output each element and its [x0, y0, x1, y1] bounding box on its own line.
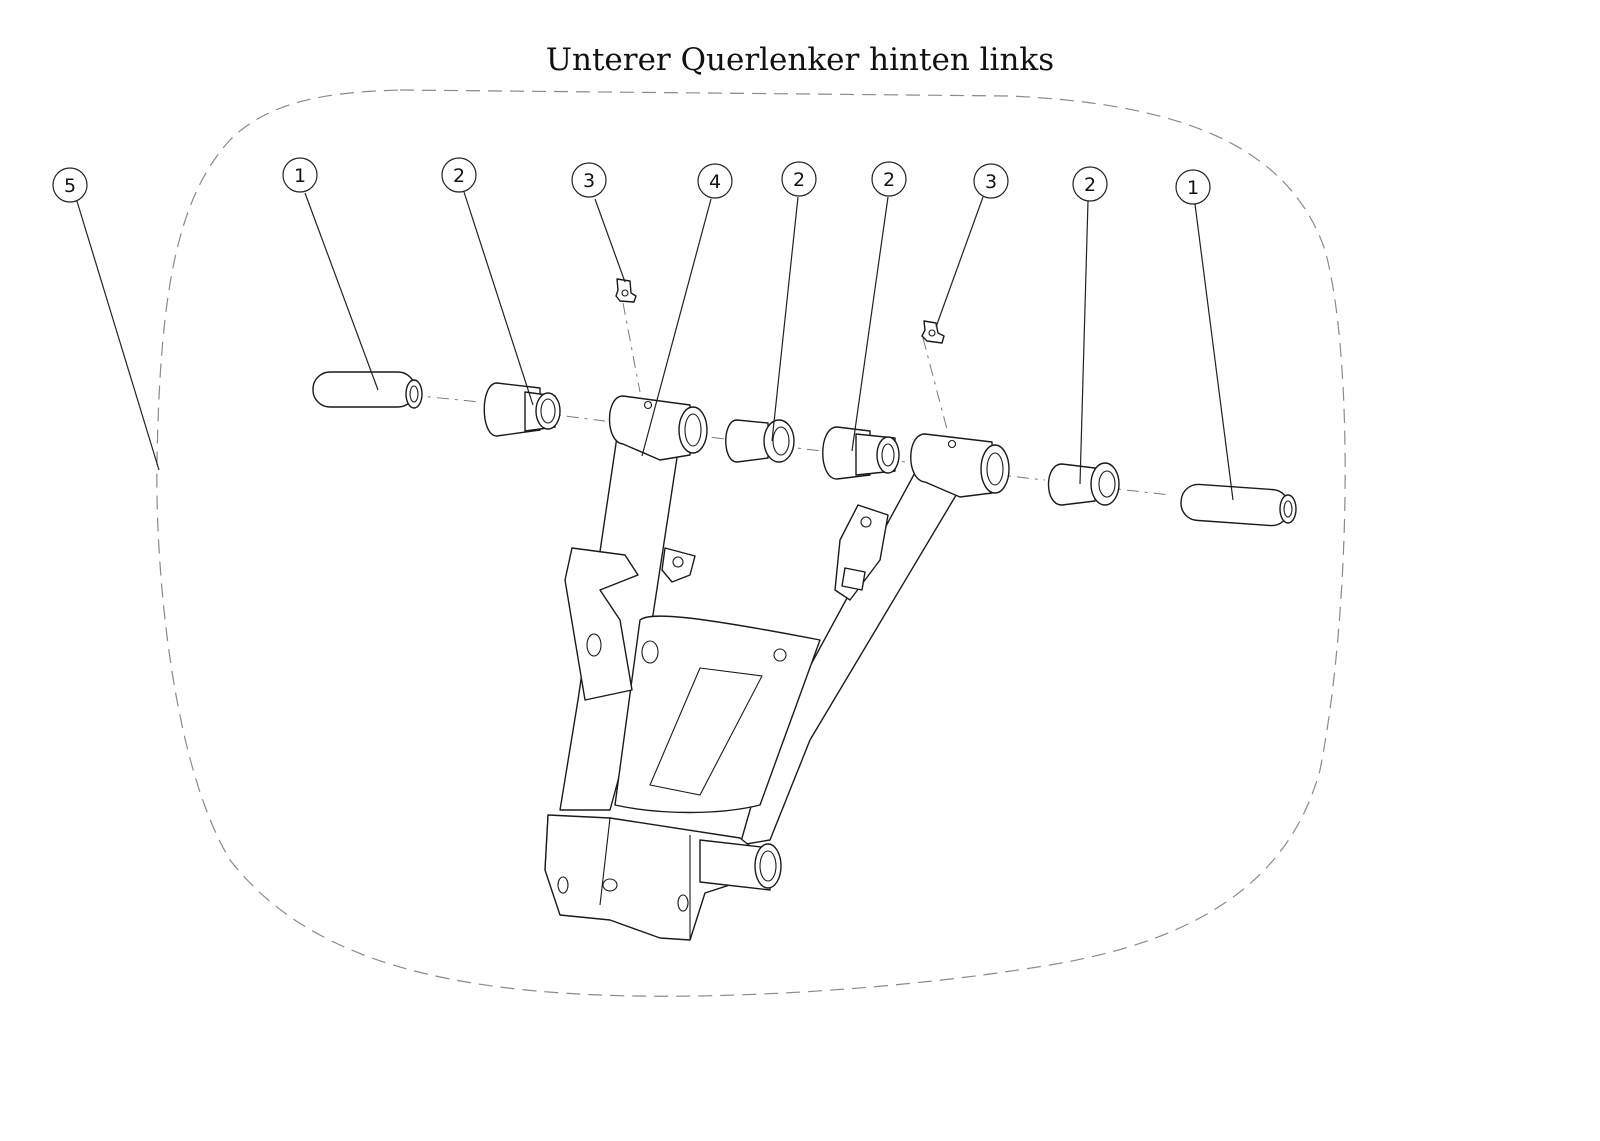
callout-2: 2 — [871, 161, 907, 197]
grease-nipple-right — [921, 320, 945, 344]
callout-5: 5 — [52, 167, 88, 203]
callout-label: 4 — [709, 171, 721, 193]
callout-2: 2 — [781, 161, 817, 197]
pin-left — [312, 371, 423, 409]
callout-label: 3 — [985, 171, 997, 193]
callout-3: 3 — [973, 163, 1009, 199]
leader-lines — [75, 191, 1234, 501]
callout-label: 2 — [793, 169, 805, 191]
bushing-b — [725, 419, 795, 463]
callout-label: 3 — [583, 170, 595, 192]
grease-nipple-axis-line — [622, 302, 949, 434]
pin-right — [1180, 483, 1297, 527]
callout-2: 2 — [1072, 166, 1108, 202]
callout-4: 4 — [697, 163, 733, 199]
callout-1: 1 — [1175, 169, 1211, 205]
callout-label: 2 — [883, 169, 895, 191]
lower-control-arm — [544, 395, 1010, 941]
callout-label: 2 — [453, 165, 465, 187]
callout-label: 1 — [294, 165, 306, 187]
assembly-boundary — [156, 89, 1346, 997]
callout-label: 2 — [1084, 174, 1096, 196]
bushing-c — [822, 426, 900, 480]
callout-label: 1 — [1187, 177, 1199, 199]
callout-2: 2 — [441, 157, 477, 193]
callout-3: 3 — [571, 162, 607, 198]
callout-label: 5 — [64, 175, 76, 197]
bushing-d — [1047, 462, 1120, 506]
callout-1: 1 — [282, 157, 318, 193]
grease-nipple-left — [615, 278, 637, 303]
diagram-title: Unterer Querlenker hinten links — [545, 42, 1055, 78]
bushing-a — [483, 382, 561, 437]
